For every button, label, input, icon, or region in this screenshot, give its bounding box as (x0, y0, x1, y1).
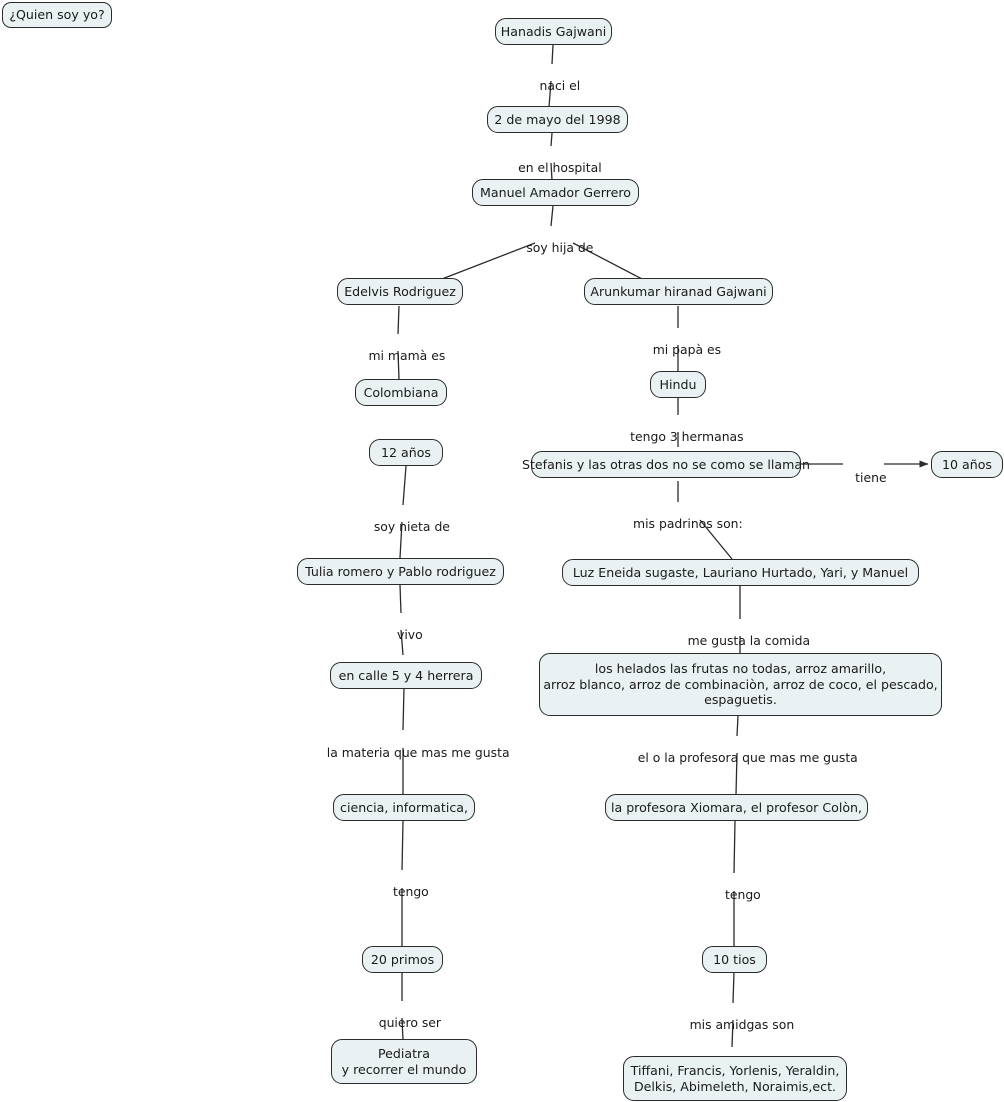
node-address[interactable]: en calle 5 y 4 herrera (330, 662, 482, 689)
link-label-tengo-primos: tengo (372, 871, 434, 913)
node-grandparents[interactable]: Tulia romero y Pablo rodriguez (297, 558, 504, 585)
link-label-text: me gusta la comida (687, 633, 811, 648)
edge-food-profesora (736, 715, 739, 737)
node-sister-age[interactable]: 10 años (931, 451, 1003, 478)
link-label-la-materia: la materia que mas me gusta (311, 732, 510, 774)
node-mother[interactable]: Edelvis Rodriguez (337, 278, 463, 305)
edge-root-naci (551, 44, 554, 65)
link-label-text: tengo (724, 887, 761, 902)
edge-address-materia (402, 687, 405, 731)
node-label: 10 años (942, 456, 992, 472)
node-subjects[interactable]: ciencia, informatica, (333, 794, 475, 821)
link-label-naci-el: naci el (503, 65, 601, 107)
link-label-tengo-3-hermanas: tengo 3 hermanas (608, 416, 750, 458)
link-label-text: soy nieta de (373, 519, 450, 534)
node-label: Pediatra y recorrer el mundo (341, 1046, 467, 1077)
edge-birthdate-hospital-label (550, 132, 553, 147)
link-label-tengo-tios: tengo (704, 874, 766, 916)
node-label: Stefanis y las otras dos no se como se l… (521, 456, 811, 472)
node-godparents[interactable]: Luz Eneida sugaste, Lauriano Hurtado, Ya… (562, 559, 919, 586)
link-label-text: tengo (392, 884, 429, 899)
link-label-soy-hija-de: soy hija de (492, 227, 612, 269)
node-cousins[interactable]: 20 primos (362, 946, 443, 973)
node-label: Hanadis Gajwani (500, 23, 607, 39)
node-label: Tiffani, Francis, Yorlenis, Yeraldin, De… (630, 1063, 840, 1094)
link-label-tiene: tiene (832, 457, 894, 499)
map-title-label: ¿Quien soy yo? (9, 7, 105, 23)
node-label: Edelvis Rodriguez (344, 283, 456, 299)
node-nationality[interactable]: Colombiana (355, 379, 447, 406)
link-label-text: tiene (855, 470, 887, 485)
link-label-mi-papa-es: mi papà es (618, 329, 740, 371)
link-label-text: soy hija de (526, 240, 594, 255)
node-label: Manuel Amador Gerrero (480, 184, 631, 200)
node-religion[interactable]: Hindu (650, 371, 706, 398)
link-label-text: la materia que mas me gusta (326, 745, 510, 760)
node-friends[interactable]: Tiffani, Francis, Yorlenis, Yeraldin, De… (623, 1056, 847, 1101)
link-label-text: el o la profesora que mas me gusta (637, 750, 858, 765)
link-label-soy-nieta-de: soy nieta de (344, 506, 464, 548)
edge-grandparents-vivo (399, 584, 402, 614)
node-label: Colombiana (363, 384, 439, 400)
node-teachers[interactable]: la profesora Xiomara, el profesor Colòn, (605, 794, 868, 821)
link-label-text: mis padrinos son: (633, 516, 743, 531)
node-label: los helados las frutas no todas, arroz a… (543, 661, 938, 708)
node-label: la profesora Xiomara, el profesor Colòn, (610, 799, 863, 815)
link-label-el-o-la-profesora: el o la profesora que mas me gusta (622, 737, 858, 779)
link-label-en-el-hospital: en el hospital (490, 147, 614, 189)
node-birthdate[interactable]: 2 de mayo del 1998 (487, 106, 628, 133)
node-label: Luz Eneida sugaste, Lauriano Hurtado, Ya… (572, 564, 909, 580)
node-label: 20 primos (370, 951, 435, 967)
node-food[interactable]: los helados las frutas no todas, arroz a… (539, 653, 942, 716)
link-label-quiero-ser: quiero ser (352, 1002, 452, 1044)
link-label-vivo: vivo (371, 614, 433, 656)
link-label-me-gusta-la-comida: me gusta la comida (665, 620, 817, 662)
node-label: 12 años (381, 444, 431, 460)
link-label-mi-mama-es: mi mamà es (338, 335, 460, 377)
edge-teachers-tengo (733, 820, 736, 874)
node-sisters[interactable]: Stefanis y las otras dos no se como se l… (522, 451, 810, 478)
node-father[interactable]: Arunkumar hiranad Gajwani (584, 278, 773, 305)
edge-age-nieta (402, 465, 407, 506)
edge-hospital-hija (550, 205, 554, 227)
link-label-text: vivo (397, 627, 423, 642)
node-label: Arunkumar hiranad Gajwani (590, 283, 767, 299)
node-root[interactable]: Hanadis Gajwani (495, 18, 612, 45)
node-label: Tulia romero y Pablo rodriguez (305, 563, 496, 579)
node-uncles[interactable]: 10 tios (702, 946, 767, 973)
link-label-mis-amidgas-son: mis amidgas son (665, 1004, 803, 1046)
edge-subjects-tengo (401, 820, 404, 871)
link-label-text: mi papà es (652, 342, 722, 357)
node-hospital[interactable]: Manuel Amador Gerrero (472, 179, 639, 206)
edge-uncles-amigas (732, 971, 735, 1004)
edge-mother-mama (397, 305, 400, 335)
node-label: Hindu (659, 376, 697, 392)
link-label-text: mis amidgas son (689, 1017, 795, 1032)
link-label-mis-padrinos-son: mis padrinos son: (608, 503, 752, 545)
node-dream[interactable]: Pediatra y recorrer el mundo (331, 1039, 477, 1084)
node-age[interactable]: 12 años (369, 439, 443, 466)
link-label-text: en el hospital (518, 160, 602, 175)
node-label: ciencia, informatica, (340, 799, 468, 815)
map-title-box[interactable]: ¿Quien soy yo? (2, 2, 112, 28)
node-label: 2 de mayo del 1998 (494, 111, 621, 127)
link-label-text: mi mamà es (368, 348, 446, 363)
link-label-text: quiero ser (378, 1015, 442, 1030)
link-label-text: tengo 3 hermanas (630, 429, 744, 444)
node-label: 10 tios (713, 951, 756, 967)
link-label-text: naci el (539, 78, 581, 93)
node-label: en calle 5 y 4 herrera (338, 667, 474, 683)
